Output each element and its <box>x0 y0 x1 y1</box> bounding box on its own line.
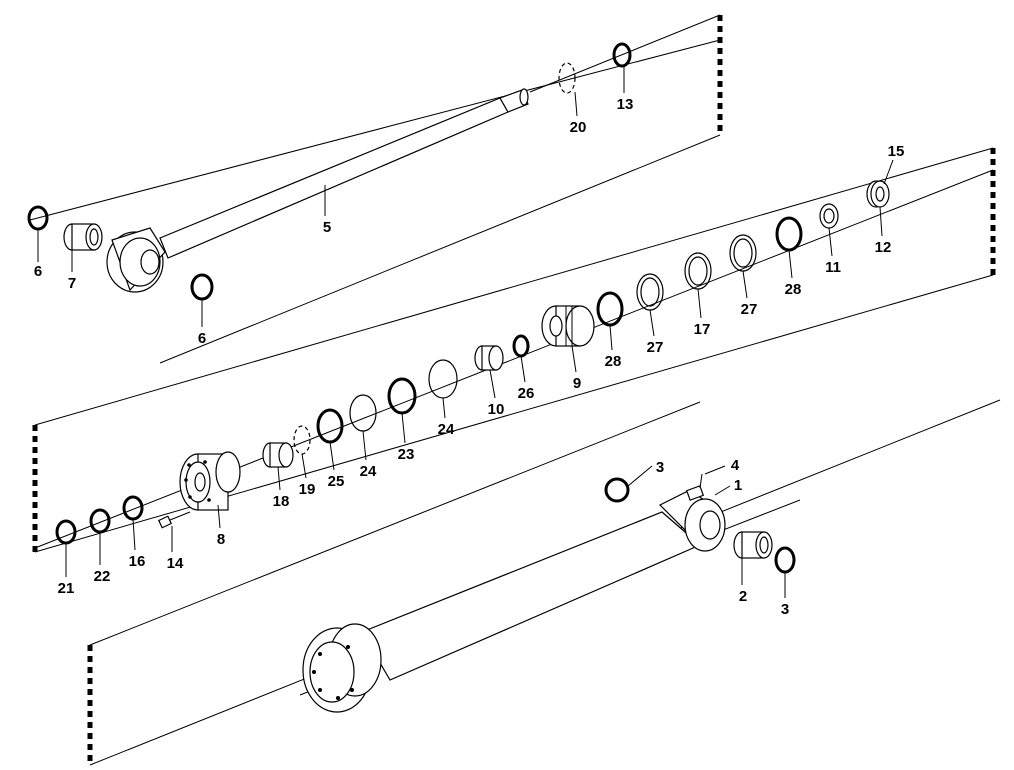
ring-22 <box>89 508 111 534</box>
seal-ring-13 <box>612 42 632 68</box>
label-27: 27 <box>741 301 758 318</box>
label-9: 9 <box>573 375 581 392</box>
label-28: 28 <box>785 281 802 298</box>
backup-ring-20 <box>558 62 576 94</box>
label-27: 27 <box>647 339 664 356</box>
piston-rod <box>159 97 509 259</box>
bushing-10 <box>474 345 504 371</box>
label-26: 26 <box>518 385 535 402</box>
seal-24b <box>428 359 458 399</box>
seal-28a <box>596 291 624 327</box>
label-1: 1 <box>734 477 742 494</box>
label-17: 17 <box>694 321 711 338</box>
label-20: 20 <box>570 119 587 136</box>
piston-9 <box>541 305 595 347</box>
piston-head-assembly: 21 22 16 14 8 18 19 25 24 23 24 10 26 9 … <box>32 143 996 597</box>
label-24: 24 <box>360 463 377 480</box>
bushing-7 <box>63 223 103 251</box>
label-28: 28 <box>605 353 622 370</box>
label-5: 5 <box>323 219 331 236</box>
label-7: 7 <box>68 275 76 292</box>
bushing-18 <box>262 442 294 468</box>
cylinder-head-8 <box>179 451 241 511</box>
label-19: 19 <box>299 481 316 498</box>
tube-flange <box>302 623 382 713</box>
label-12: 12 <box>875 239 892 256</box>
label-6: 6 <box>198 330 206 347</box>
label-3: 3 <box>781 601 789 618</box>
boundary-line <box>529 14 721 93</box>
bolt-14 <box>157 511 191 529</box>
rod-eye <box>106 227 166 293</box>
ring-16 <box>122 495 144 521</box>
ring-21 <box>55 519 77 545</box>
boundary-line <box>159 134 721 364</box>
label-2: 2 <box>739 588 747 605</box>
seal-25 <box>316 408 344 444</box>
seal-24a <box>349 394 377 432</box>
label-23: 23 <box>398 446 415 463</box>
label-10: 10 <box>488 401 505 418</box>
washer-11 <box>819 203 839 229</box>
label-21: 21 <box>58 580 75 597</box>
piston-axis <box>34 169 994 549</box>
label-18: 18 <box>273 493 290 510</box>
label-24: 24 <box>438 421 455 438</box>
seal-26 <box>512 334 530 358</box>
label-15: 15 <box>888 143 905 160</box>
seal-ring-6b <box>190 273 214 301</box>
rod-axis <box>29 39 721 221</box>
grease-nipple-4 <box>699 473 703 489</box>
label-3: 3 <box>656 459 664 476</box>
cylinder-tube <box>361 511 702 681</box>
rod-assembly: 6 7 6 5 20 13 <box>27 14 723 364</box>
seal-ring-3a <box>604 477 630 503</box>
bushing-2 <box>733 531 773 559</box>
label-13: 13 <box>617 96 634 113</box>
label-16: 16 <box>129 553 146 570</box>
seal-28b <box>775 216 803 252</box>
tube-eye <box>658 485 726 552</box>
label-4: 4 <box>731 457 740 474</box>
seal-23 <box>387 377 417 415</box>
label-8: 8 <box>217 531 225 548</box>
cylinder-tube-assembly: 3 4 1 2 3 <box>87 399 1001 766</box>
seal-ring-3b <box>774 546 796 574</box>
label-25: 25 <box>328 473 345 490</box>
label-6: 6 <box>34 263 42 280</box>
label-11: 11 <box>825 259 841 276</box>
label-22: 22 <box>94 568 111 585</box>
nut-12 <box>866 180 890 208</box>
label-14: 14 <box>167 555 184 572</box>
rod-end <box>519 88 529 106</box>
